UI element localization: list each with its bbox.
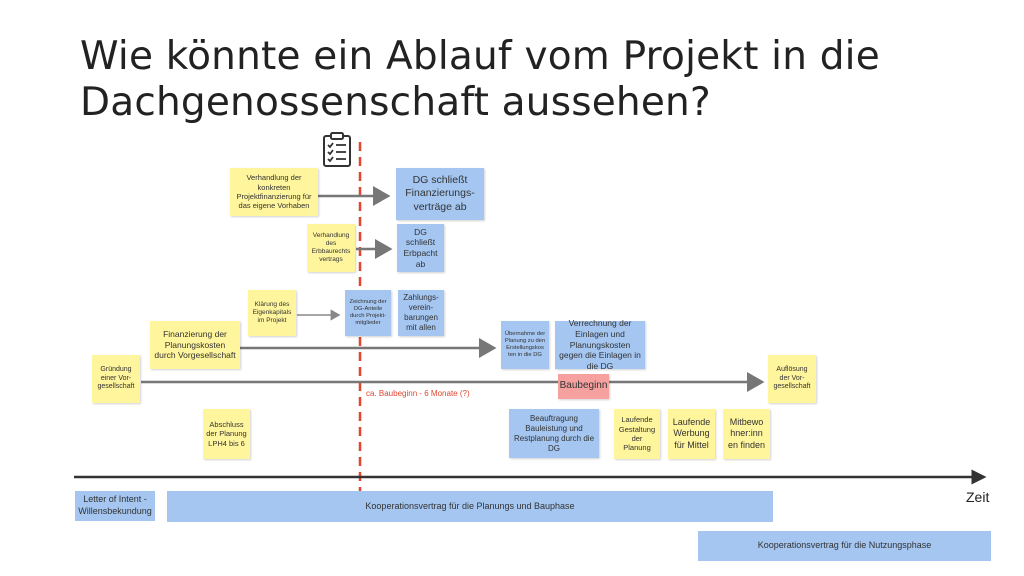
note-verrechnung-einlagen: Verrechnung der Einlagen und Planungskos… [555, 318, 645, 371]
note-dg-erbpacht: DG schließt Erbpacht ab [397, 224, 444, 272]
bar-letter-of-intent: Letter of Intent - Willensbekundung [75, 491, 155, 521]
note-beauftragung-bauleistung: Beauftragung Bauleistung und Restplanung… [509, 409, 599, 458]
note-verhandlung-finanzierung: Verhandlung der konkreten Projektfinanzi… [230, 168, 318, 216]
note-laufende-gestaltung: Laufende Gestaltung der Planung [614, 409, 660, 459]
note-mitbewohner-finden: Mitbewo hner:inn en finden [723, 409, 770, 459]
note-gruendung-vorgesellschaft: Gründung einer Vor-gesellschaft [92, 355, 140, 403]
note-baubeginn: Baubeginn [558, 374, 609, 399]
note-uebernahme-planung: Übernahme der Planung zu den Erstellungs… [501, 321, 549, 369]
note-aufloesung-vorgesellschaft: Auflösung der Vor-gesellschaft [768, 355, 816, 403]
note-zahlungsvereinbarungen: Zahlungs-verein-barungen mit allen [398, 290, 444, 336]
note-abschluss-planung: Abschluss der Planung LPH4 bis 6 [203, 409, 250, 459]
bar-kooperation-nutzung: Kooperationsvertrag für die Nutzungsphas… [698, 531, 991, 561]
note-laufende-werbung: Laufende Werbung für Mittel [668, 409, 715, 459]
page-title: Wie könnte ein Ablauf vom Projekt in die… [80, 34, 880, 125]
note-dg-finanzierungsvertraege: DG schließt Finanzierungs-verträge ab [396, 168, 484, 220]
clipboard-checklist-icon [322, 132, 352, 168]
milestone-label: ca. Baubeginn - 6 Monate (?) [366, 389, 470, 398]
time-axis-label: Zeit [966, 489, 990, 505]
note-zeichnung-dg-anteile: Zeichnung der DG-Anteile durch Projekt-m… [345, 290, 391, 336]
note-klaerung-eigenkapital: Klärung des Eigenkapitals im Projekt [248, 290, 296, 336]
note-verhandlung-erbbaurecht: Verhandlung des Erbbaurechts vertrags [307, 224, 355, 272]
note-finanzierung-planungskosten: Finanzierung der Planungskosten durch Vo… [150, 321, 240, 369]
bar-kooperation-planung-bau: Kooperationsvertrag für die Planungs und… [167, 491, 773, 522]
